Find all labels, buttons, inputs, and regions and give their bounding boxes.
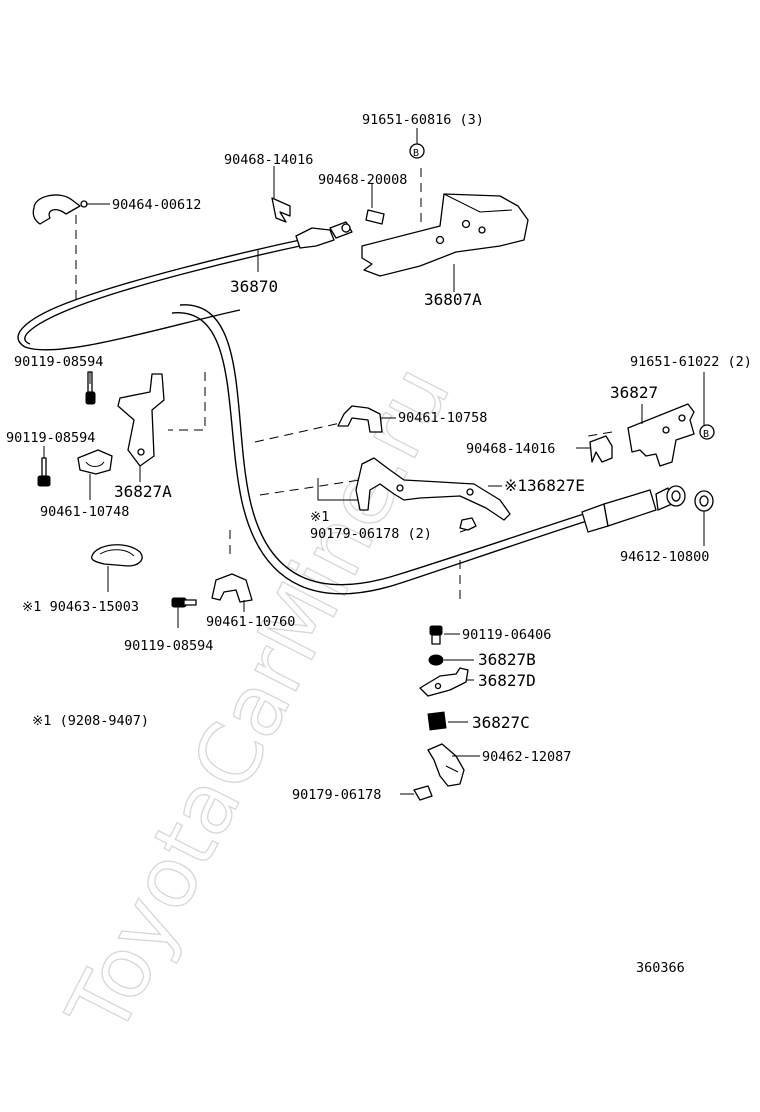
label-90119-06406: 90119-06406: [462, 627, 551, 643]
reference-lines: [75, 168, 613, 605]
clamp-90462-12087: [427, 743, 465, 787]
label-90179-06178: 90179-06178: [292, 787, 381, 803]
label-136827E: ※136827E: [504, 476, 585, 495]
bolt-90119-08594-b: [37, 457, 51, 487]
label-90463-15003: ※1 90463-15003: [22, 599, 139, 615]
diagram-id: 360366: [636, 960, 685, 976]
rear-cable-end: [581, 485, 714, 533]
label-91651-60816: 91651-60816 (3): [362, 112, 484, 128]
label-90461-10758: 90461-10758: [398, 410, 487, 426]
grommet-36827C: [427, 711, 447, 731]
bracket-36827A: [117, 373, 165, 467]
clamp-90461-10760: [211, 573, 253, 603]
label-note-marker: ※1: [310, 509, 329, 525]
bolt-90119-06406: [429, 625, 443, 645]
label-94612-10800: 94612-10800: [620, 549, 709, 565]
label-90462-12087: 90462-12087: [482, 749, 571, 765]
label-90468-14016-right: 90468-14016: [466, 441, 555, 457]
clamp-90461-10758: [337, 405, 383, 433]
label-90468-20008: 90468-20008: [318, 172, 407, 188]
washer-36827B: [428, 654, 444, 666]
bracket-36827D: [419, 667, 469, 697]
label-90119-08594-c: 90119-08594: [124, 638, 213, 654]
label-90179-06178-2: 90179-06178 (2): [310, 526, 432, 542]
svg-text:B: B: [413, 148, 419, 159]
bolt-marker-b-right: B: [699, 424, 715, 440]
clip-90468-14016-right: [589, 435, 613, 463]
cable-assembly-36870: [17, 239, 301, 351]
bracket-136827E: [355, 457, 511, 521]
applicability-note: ※1 (9208-9407): [32, 713, 149, 729]
label-90461-10760: 90461-10760: [206, 614, 295, 630]
lever-bracket-36807A: [361, 193, 529, 277]
label-36870: 36870: [230, 277, 278, 296]
bolt-90119-08594-c: [171, 597, 197, 608]
band-90463-15003: [90, 544, 143, 567]
label-36807A: 36807A: [424, 290, 482, 309]
label-36827D: 36827D: [478, 671, 536, 690]
nut-90179-06178-b: [413, 785, 433, 801]
clip-90468-14016-top: [271, 197, 291, 223]
label-36827A: 36827A: [114, 482, 172, 501]
nut-90179-06178-a: [459, 517, 477, 531]
label-90468-14016-top: 90468-14016: [224, 152, 313, 168]
cable-end-fitting: [295, 221, 353, 249]
label-36827B: 36827B: [478, 650, 536, 669]
bolt-marker-b-top: B: [409, 143, 425, 159]
label-36827: 36827: [610, 383, 658, 402]
label-90464-00612: 90464-00612: [112, 197, 201, 213]
bracket-36827: [627, 403, 695, 467]
clamp-90464-00612: [32, 194, 88, 225]
label-90119-08594-a: 90119-08594: [14, 354, 103, 370]
bolt-90119-08594-a: [85, 371, 96, 405]
label-36827C: 36827C: [472, 713, 530, 732]
part-labels: 90464-00612 90468-14016 91651-60816 (3) …: [6, 112, 752, 976]
clamp-90461-10748: [77, 449, 113, 475]
leader-lines: [43, 128, 705, 795]
label-90461-10748: 90461-10748: [40, 504, 129, 520]
svg-text:B: B: [703, 429, 709, 440]
label-91651-61022: 91651-61022 (2): [630, 354, 752, 370]
clip-90468-20008: [365, 209, 385, 225]
label-90119-08594-b: 90119-08594: [6, 430, 95, 446]
rear-cable: [171, 304, 591, 595]
